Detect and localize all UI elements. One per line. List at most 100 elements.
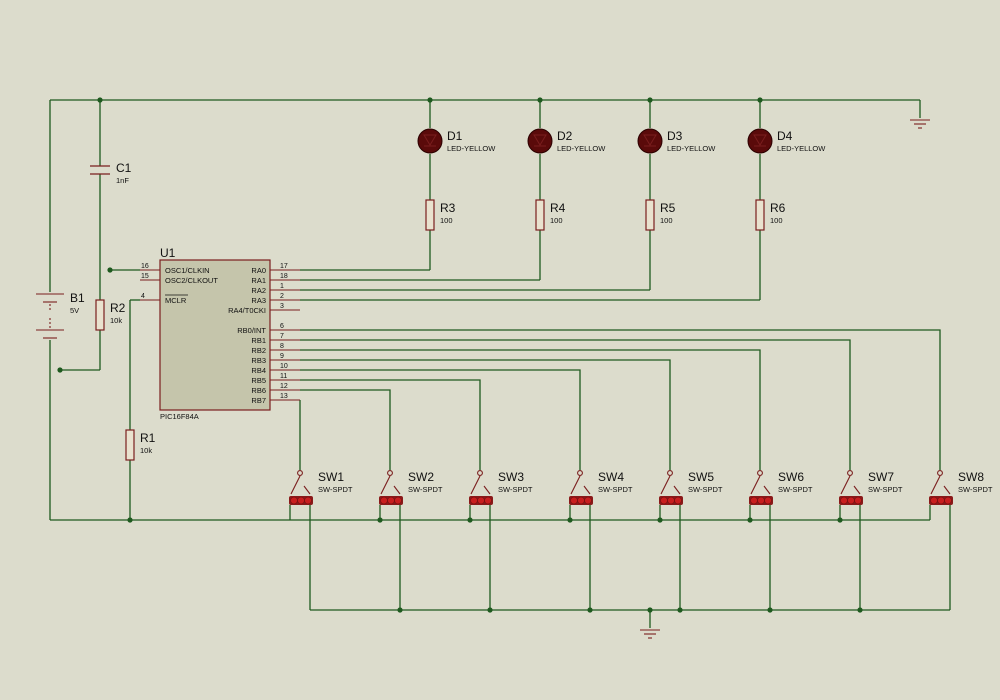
u1-pin-name: RA2 bbox=[251, 286, 266, 295]
u1-pin-name: RA1 bbox=[251, 276, 266, 285]
resistor-value: 100 bbox=[770, 216, 783, 225]
u1-pin-number: 8 bbox=[280, 343, 284, 350]
u1-right-pins: 17RA018RA11RA22RA33RA4/T0CKI6RB0/INT7RB1… bbox=[228, 263, 300, 405]
switch-array: SW1SW-SPDTSW2SW-SPDTSW3SW-SPDTSW4SW-SPDT… bbox=[289, 470, 993, 520]
u1-part: PIC16F84A bbox=[160, 412, 199, 421]
u1-pin-number: 10 bbox=[280, 363, 288, 370]
u1-pin-name: RB2 bbox=[251, 346, 266, 355]
switch-ref: SW7 bbox=[868, 470, 894, 484]
u1-pin-number: 7 bbox=[280, 333, 284, 340]
u1-pin-name: RB7 bbox=[251, 396, 266, 405]
switch-ref: SW1 bbox=[318, 470, 344, 484]
u1-pin-name: RA3 bbox=[251, 296, 266, 305]
led-value: LED-YELLOW bbox=[447, 144, 496, 153]
resistor-r1[interactable]: R1 10k bbox=[125, 429, 156, 461]
switch-ref: SW5 bbox=[688, 470, 714, 484]
r1-ref: R1 bbox=[140, 431, 156, 445]
u1-pin-number: 15 bbox=[141, 273, 149, 280]
ground-symbol-bottom bbox=[640, 629, 660, 639]
switch-value: SW-SPDT bbox=[408, 485, 443, 494]
u1-pin-name: RB6 bbox=[251, 386, 266, 395]
led-value: LED-YELLOW bbox=[557, 144, 606, 153]
u1-pin-name: RB0/INT bbox=[237, 326, 266, 335]
u1-pin-number: 6 bbox=[280, 323, 284, 330]
switch-ref: SW3 bbox=[498, 470, 524, 484]
u1-pin-number: 16 bbox=[141, 263, 149, 270]
u1-pin-number: 2 bbox=[280, 293, 284, 300]
switch-value: SW-SPDT bbox=[598, 485, 633, 494]
u1-pin-number: 3 bbox=[280, 303, 284, 310]
led-ref: D3 bbox=[667, 129, 683, 143]
resistor-ref: R4 bbox=[550, 201, 566, 215]
switch-ref: SW2 bbox=[408, 470, 434, 484]
switch-value: SW-SPDT bbox=[688, 485, 723, 494]
u1-pin-name: RB4 bbox=[251, 366, 266, 375]
u1-left-pins: 16 OSC1/CLKIN 15 OSC2/CLKOUT 4 MCLR bbox=[140, 263, 218, 305]
u1-pin-number: 1 bbox=[280, 283, 284, 290]
u1-pin-name: RA4/T0CKI bbox=[228, 306, 266, 315]
u1-pin-number: 13 bbox=[280, 393, 288, 400]
switch-value: SW-SPDT bbox=[318, 485, 353, 494]
battery-b1[interactable]: B1 5V bbox=[36, 291, 85, 339]
u1-pin-number: 11 bbox=[280, 373, 287, 380]
switch-value: SW-SPDT bbox=[498, 485, 533, 494]
switch-ref: SW8 bbox=[958, 470, 984, 484]
u1-ref: U1 bbox=[160, 246, 176, 260]
led-ref: D1 bbox=[447, 129, 463, 143]
switch-ref: SW6 bbox=[778, 470, 804, 484]
led-value: LED-YELLOW bbox=[667, 144, 716, 153]
resistor-value: 100 bbox=[550, 216, 563, 225]
u1-pin-number: 4 bbox=[141, 293, 145, 300]
led-ref: D2 bbox=[557, 129, 573, 143]
u1-pin-number: 17 bbox=[280, 263, 288, 270]
resistor-value: 100 bbox=[440, 216, 453, 225]
u1-pin-name: RA0 bbox=[251, 266, 266, 275]
b1-value: 5V bbox=[70, 306, 79, 315]
switch-value: SW-SPDT bbox=[778, 485, 813, 494]
u1-pin-number: 9 bbox=[280, 353, 284, 360]
u1-pin-name: RB1 bbox=[251, 336, 266, 345]
u1-pin-name: RB3 bbox=[251, 356, 266, 365]
u1-pin-name: RB5 bbox=[251, 376, 266, 385]
u1-pin-name: MCLR bbox=[165, 296, 187, 305]
resistor-value: 100 bbox=[660, 216, 673, 225]
u1-pin-name: OSC2/CLKOUT bbox=[165, 276, 218, 285]
switch-value: SW-SPDT bbox=[868, 485, 903, 494]
resistor-r2[interactable]: R2 10k bbox=[95, 299, 126, 331]
r2-ref: R2 bbox=[110, 301, 126, 315]
switch-ref: SW4 bbox=[598, 470, 624, 484]
switch-value: SW-SPDT bbox=[958, 485, 993, 494]
wires bbox=[49, 99, 951, 628]
u1-pin-number: 12 bbox=[280, 383, 288, 390]
resistor-ref: R6 bbox=[770, 201, 786, 215]
led-array: D1LED-YELLOWR3100D2LED-YELLOWR4100D3LED-… bbox=[417, 128, 826, 231]
capacitor-c1[interactable]: C1 1nF bbox=[90, 161, 132, 185]
ground-symbol-top bbox=[910, 119, 930, 129]
r1-value: 10k bbox=[140, 446, 152, 455]
led-value: LED-YELLOW bbox=[777, 144, 826, 153]
junctions bbox=[57, 97, 863, 613]
u1-pin-name: OSC1/CLKIN bbox=[165, 266, 210, 275]
resistor-ref: R5 bbox=[660, 201, 676, 215]
led-ref: D4 bbox=[777, 129, 793, 143]
b1-ref: B1 bbox=[70, 291, 85, 305]
resistor-ref: R3 bbox=[440, 201, 456, 215]
